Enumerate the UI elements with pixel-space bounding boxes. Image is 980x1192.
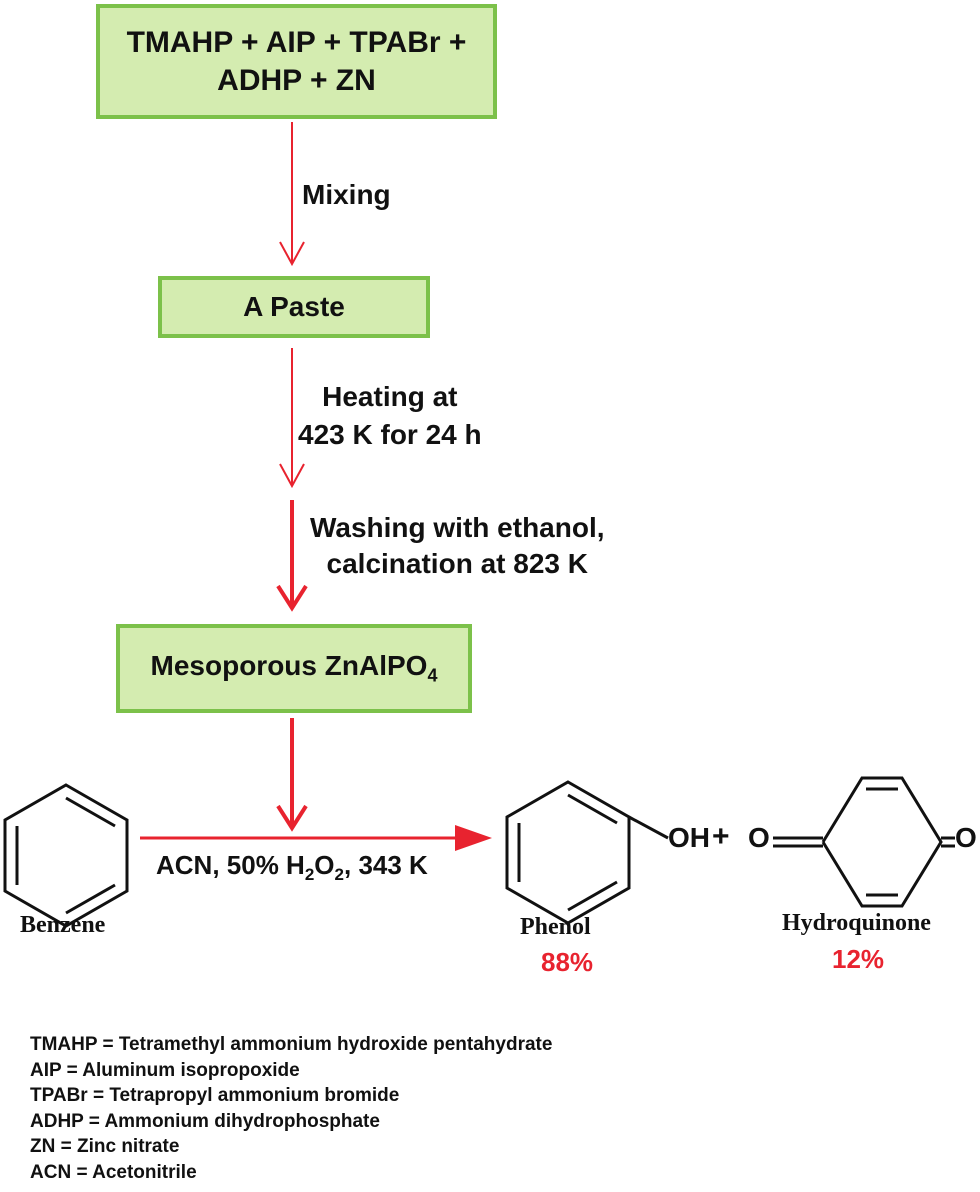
o-left-label: O: [748, 822, 770, 853]
paste-box: A Paste: [158, 276, 430, 338]
o-right-label: O: [955, 822, 977, 853]
hydroquinone-yield: 12%: [832, 944, 885, 974]
reagents-line-2: ADHP + ZN: [217, 63, 376, 97]
arrow-mixing: [279, 122, 305, 267]
product-label: Mesoporous ZnAlPO4: [151, 650, 438, 687]
product-box: Mesoporous ZnAlPO4: [116, 624, 472, 713]
reagents-line-1: TMAHP + AIP + TPABr +: [126, 25, 467, 59]
conditions-a: ACN, 50% H: [156, 850, 305, 880]
product-subscript: 4: [427, 665, 438, 686]
legend-item: TMAHP = Tetramethyl ammonium hydroxide p…: [30, 1034, 553, 1055]
phenol-yield: 88%: [541, 947, 594, 977]
legend-item: ZN = Zinc nitrate: [30, 1136, 180, 1157]
benzene-structure: [3, 783, 129, 928]
step-heating-line-1: Heating at: [322, 381, 458, 412]
legend-item: ACN = Acetonitrile: [30, 1161, 197, 1183]
step-washing: Washing with ethanol, calcination at 823…: [310, 510, 605, 582]
abbreviation-legend: TMAHP = Tetramethyl ammonium hydroxide p…: [30, 1032, 552, 1185]
step-washing-line-1: Washing with ethanol,: [310, 512, 605, 543]
conditions-b: O: [314, 850, 335, 880]
phenol-structure: [505, 780, 669, 925]
legend-item: AIP = Aluminum isopropoxide: [30, 1059, 300, 1081]
step-mixing-text: Mixing: [302, 179, 391, 210]
step-heating: Heating at 423 K for 24 h: [298, 378, 482, 454]
arrow-heating: [279, 348, 305, 489]
arrow-washing: [276, 500, 308, 612]
reagents-box: TMAHP + AIP + TPABr + ADHP + ZN: [96, 4, 497, 119]
step-heating-line-2: 423 K for 24 h: [298, 419, 482, 450]
product-prefix: Mesoporous ZnAlPO: [150, 650, 428, 682]
paste-label: A Paste: [243, 291, 345, 322]
benzene-name: Benzene: [20, 912, 106, 938]
conditions-c: , 343 K: [344, 850, 428, 880]
oh-label: OH: [668, 822, 710, 853]
step-washing-line-2: calcination at 823 K: [326, 548, 588, 579]
conditions-sub-2: 2: [334, 865, 344, 885]
hydroquinone-structure: [773, 776, 955, 908]
hydroquinone-name: Hydroquinone: [782, 910, 931, 936]
legend-item: TPABr = Tetrapropyl ammonium bromide: [30, 1085, 400, 1106]
phenol-name: Phenol: [520, 914, 591, 940]
step-mixing: Mixing: [302, 178, 391, 212]
legend-item: ADHP = Ammonium dihydrophosphate: [30, 1110, 380, 1132]
arrow-catalyst: [276, 718, 308, 832]
plus-sign: +: [712, 820, 730, 853]
arrow-reaction: [140, 825, 492, 851]
conditions-sub-1: 2: [304, 865, 315, 885]
reaction-conditions: ACN, 50% H2O2, 343 K: [156, 850, 428, 885]
